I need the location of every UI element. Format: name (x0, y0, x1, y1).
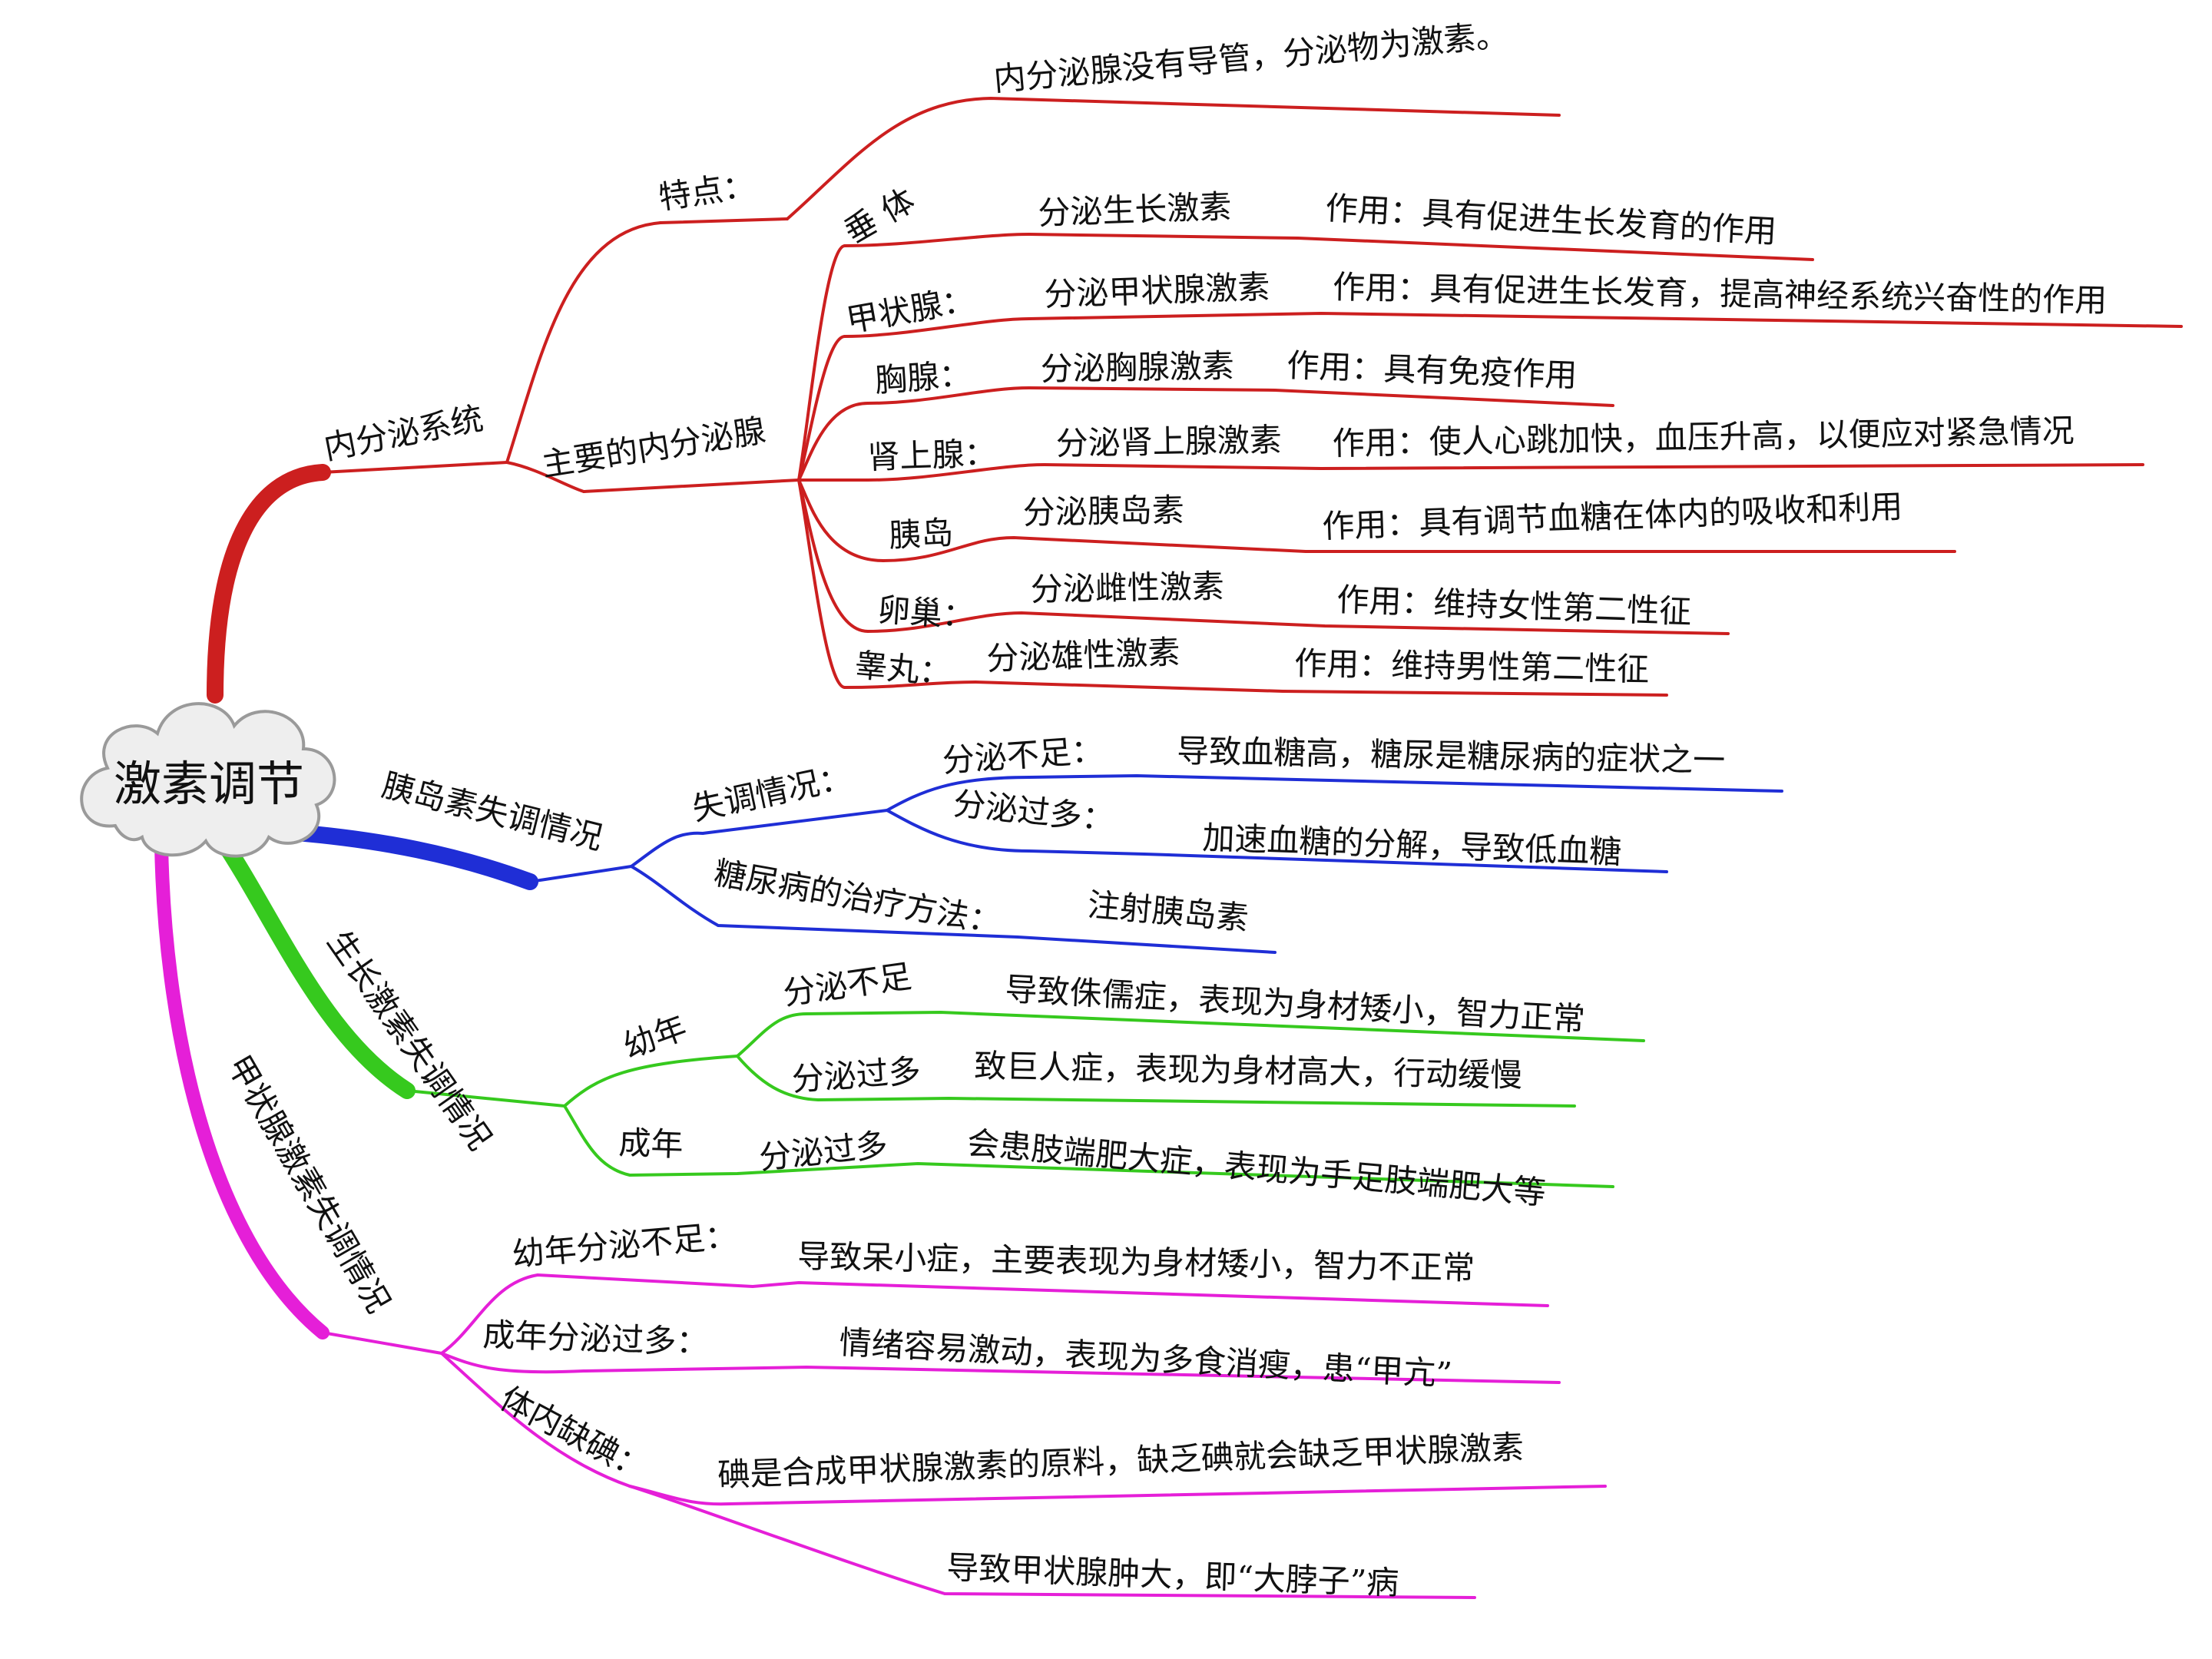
thyroid-effect: 作用：具有促进生长发育，提高神经系统兴奋性的作用 (1333, 268, 2108, 320)
iodine-text-1: 碘是合成甲状腺激素的原料，缺乏碘就会缺乏甲状腺激素 (717, 1428, 1525, 1494)
branch-endocrine: 内分泌系统 特点： 内分泌腺没有导管，分泌物为激素。 主要的内分泌腺 垂 体 分… (321, 16, 2108, 692)
edge-root-growth (214, 833, 416, 1099)
edge-root-endocrine (207, 464, 331, 704)
thyroid-adult-label[interactable]: 成年分泌过多： (482, 1316, 710, 1361)
edge-feature-underline (659, 217, 789, 224)
insulin-excess-text: 加速血糖的分解，导致低血糖 (1202, 819, 1622, 871)
edge-growth-adult (563, 1104, 1614, 1188)
edge-iodine-2 (628, 1485, 1476, 1599)
edge-gland-line-0 (843, 232, 1814, 261)
edge-thyroid-underline (321, 1331, 443, 1355)
thyroid-child-label[interactable]: 幼年分泌不足： (511, 1217, 739, 1273)
edge-gland-line-5 (866, 611, 1730, 635)
feature-label[interactable]: 特点： (657, 166, 758, 217)
edge-growth-underline (406, 1089, 566, 1108)
thyroid-label[interactable]: 甲状腺激素失调情况 (220, 1049, 397, 1320)
growth-child-excess-label[interactable]: 分泌过多 (790, 1051, 922, 1098)
edge-thyroid-iodine (440, 1352, 631, 1488)
thymus-secretes: 分泌胸腺激素 (1040, 347, 1234, 388)
edge-gland-line-3 (866, 462, 2144, 482)
treatment-text: 注射胰岛素 (1086, 886, 1250, 937)
edge-endocrine-feature (505, 221, 662, 464)
growth-adult-excess-label[interactable]: 分泌过多 (757, 1126, 889, 1177)
edge-insulin-excess (886, 809, 1668, 873)
adrenal-secretes: 分泌肾上腺激素 (1055, 421, 1282, 462)
endocrine-label[interactable]: 内分泌系统 (321, 399, 487, 467)
insulin-insufficient-text: 导致血糖高，糖尿是糖尿病的症状之一 (1177, 732, 1726, 779)
edge-gland-0 (797, 244, 846, 482)
edge-growth-child-insufficient (736, 1010, 1645, 1058)
feature-text: 内分泌腺没有导管，分泌物为激素。 (992, 16, 1510, 98)
iodine-label[interactable]: 体内缺碘： (494, 1379, 654, 1488)
branch-growth: 生长激素失调情况 幼年 分泌不足 导致侏儒症，表现为身材矮小，智力正常 分泌过多… (320, 924, 1586, 1212)
root-title: 激素调节 (114, 756, 304, 812)
pituitary-secretes: 分泌生长激素 (1038, 187, 1233, 232)
ovary-effect: 作用：维持女性第二性征 (1336, 581, 1692, 631)
thymus-effect: 作用：具有免疫作用 (1286, 346, 1578, 394)
edge-gland-line-2 (866, 386, 1614, 407)
gland-testis[interactable]: 睾丸： (853, 646, 953, 692)
growth-child-excess-text: 致巨人症，表现为身材高大，行动缓慢 (974, 1047, 1523, 1094)
edge-insulin-insufficient (886, 773, 1783, 812)
edge-thyroid-adult (440, 1352, 1561, 1384)
gland-adrenal[interactable]: 肾上腺： (867, 434, 998, 476)
growth-child-label[interactable]: 幼年 (618, 1008, 692, 1066)
thyroid-child-text: 导致呆小症，主要表现为身材矮小，智力不正常 (797, 1237, 1475, 1286)
gland-ovary[interactable]: 卵巢： (876, 591, 975, 635)
testis-effect: 作用：维持男性第二性征 (1294, 644, 1650, 688)
islets-secretes: 分泌胰岛素 (1022, 491, 1184, 531)
gland-islets[interactable]: 胰岛 (888, 514, 954, 555)
edge-endocrine-glands (505, 461, 585, 493)
ovary-secretes: 分泌雌性激素 (1030, 568, 1224, 608)
edge-endocrine-underline (321, 461, 508, 474)
edge-gland-line-4 (882, 535, 1956, 562)
branch-lines (154, 96, 2183, 1599)
thyroid-secretes: 分泌甲状腺激素 (1044, 268, 1271, 313)
edge-insulin-imbalance (630, 831, 704, 868)
islets-effect: 作用：具有调节血糖在体内的吸收和利用 (1322, 488, 1903, 545)
insulin-excess-label[interactable]: 分泌过多： (952, 784, 1116, 839)
edge-gland-6 (797, 478, 846, 689)
edge-gland-1 (797, 335, 846, 482)
edge-gland-4 (797, 478, 885, 562)
edge-root-thyroid (154, 838, 329, 1339)
branch-insulin: 胰岛素失调情况 失调情况： 分泌不足： 导致血糖高，糖尿是糖尿病的症状之一 分泌… (379, 730, 1726, 941)
testis-secretes: 分泌雄性激素 (986, 633, 1181, 677)
gland-pituitary[interactable]: 垂 体 (838, 181, 922, 251)
edge-feature-text (786, 96, 1561, 220)
edge-gland-2 (797, 402, 869, 482)
edge-thyroid-child (440, 1273, 1549, 1355)
growth-adult-label[interactable]: 成年 (618, 1124, 684, 1164)
edge-insulin-treatment (630, 865, 1277, 954)
edge-glands-underline (582, 478, 800, 493)
edge-imbalance-underline (701, 809, 889, 835)
edge-growth-child-excess (736, 1055, 1576, 1108)
gland-thymus[interactable]: 胸腺： (873, 355, 972, 399)
insulin-insufficient-label[interactable]: 分泌不足： (941, 730, 1104, 780)
glands-label[interactable]: 主要的内分泌腺 (539, 411, 768, 483)
edge-root-insulin (268, 823, 538, 890)
edge-growth-child (563, 1055, 739, 1108)
adrenal-effect: 作用：使人心跳加快，血压升高，以便应对紧急情况 (1332, 412, 2075, 462)
growth-adult-excess-text: 会患肢端肥大症，表现为手足肢端肥大等 (965, 1124, 1547, 1212)
cloud-shape (80, 702, 336, 858)
edge-insulin-underline (528, 865, 633, 883)
edge-gland-line-6 (843, 680, 1668, 697)
edge-gland-line-1 (843, 311, 2183, 338)
root-node[interactable]: 激素调节 (80, 702, 336, 858)
thyroid-adult-text: 情绪容易激动，表现为多食消瘦，患“甲亢” (838, 1323, 1452, 1393)
growth-child-insufficient-label[interactable]: 分泌不足 (781, 957, 914, 1012)
